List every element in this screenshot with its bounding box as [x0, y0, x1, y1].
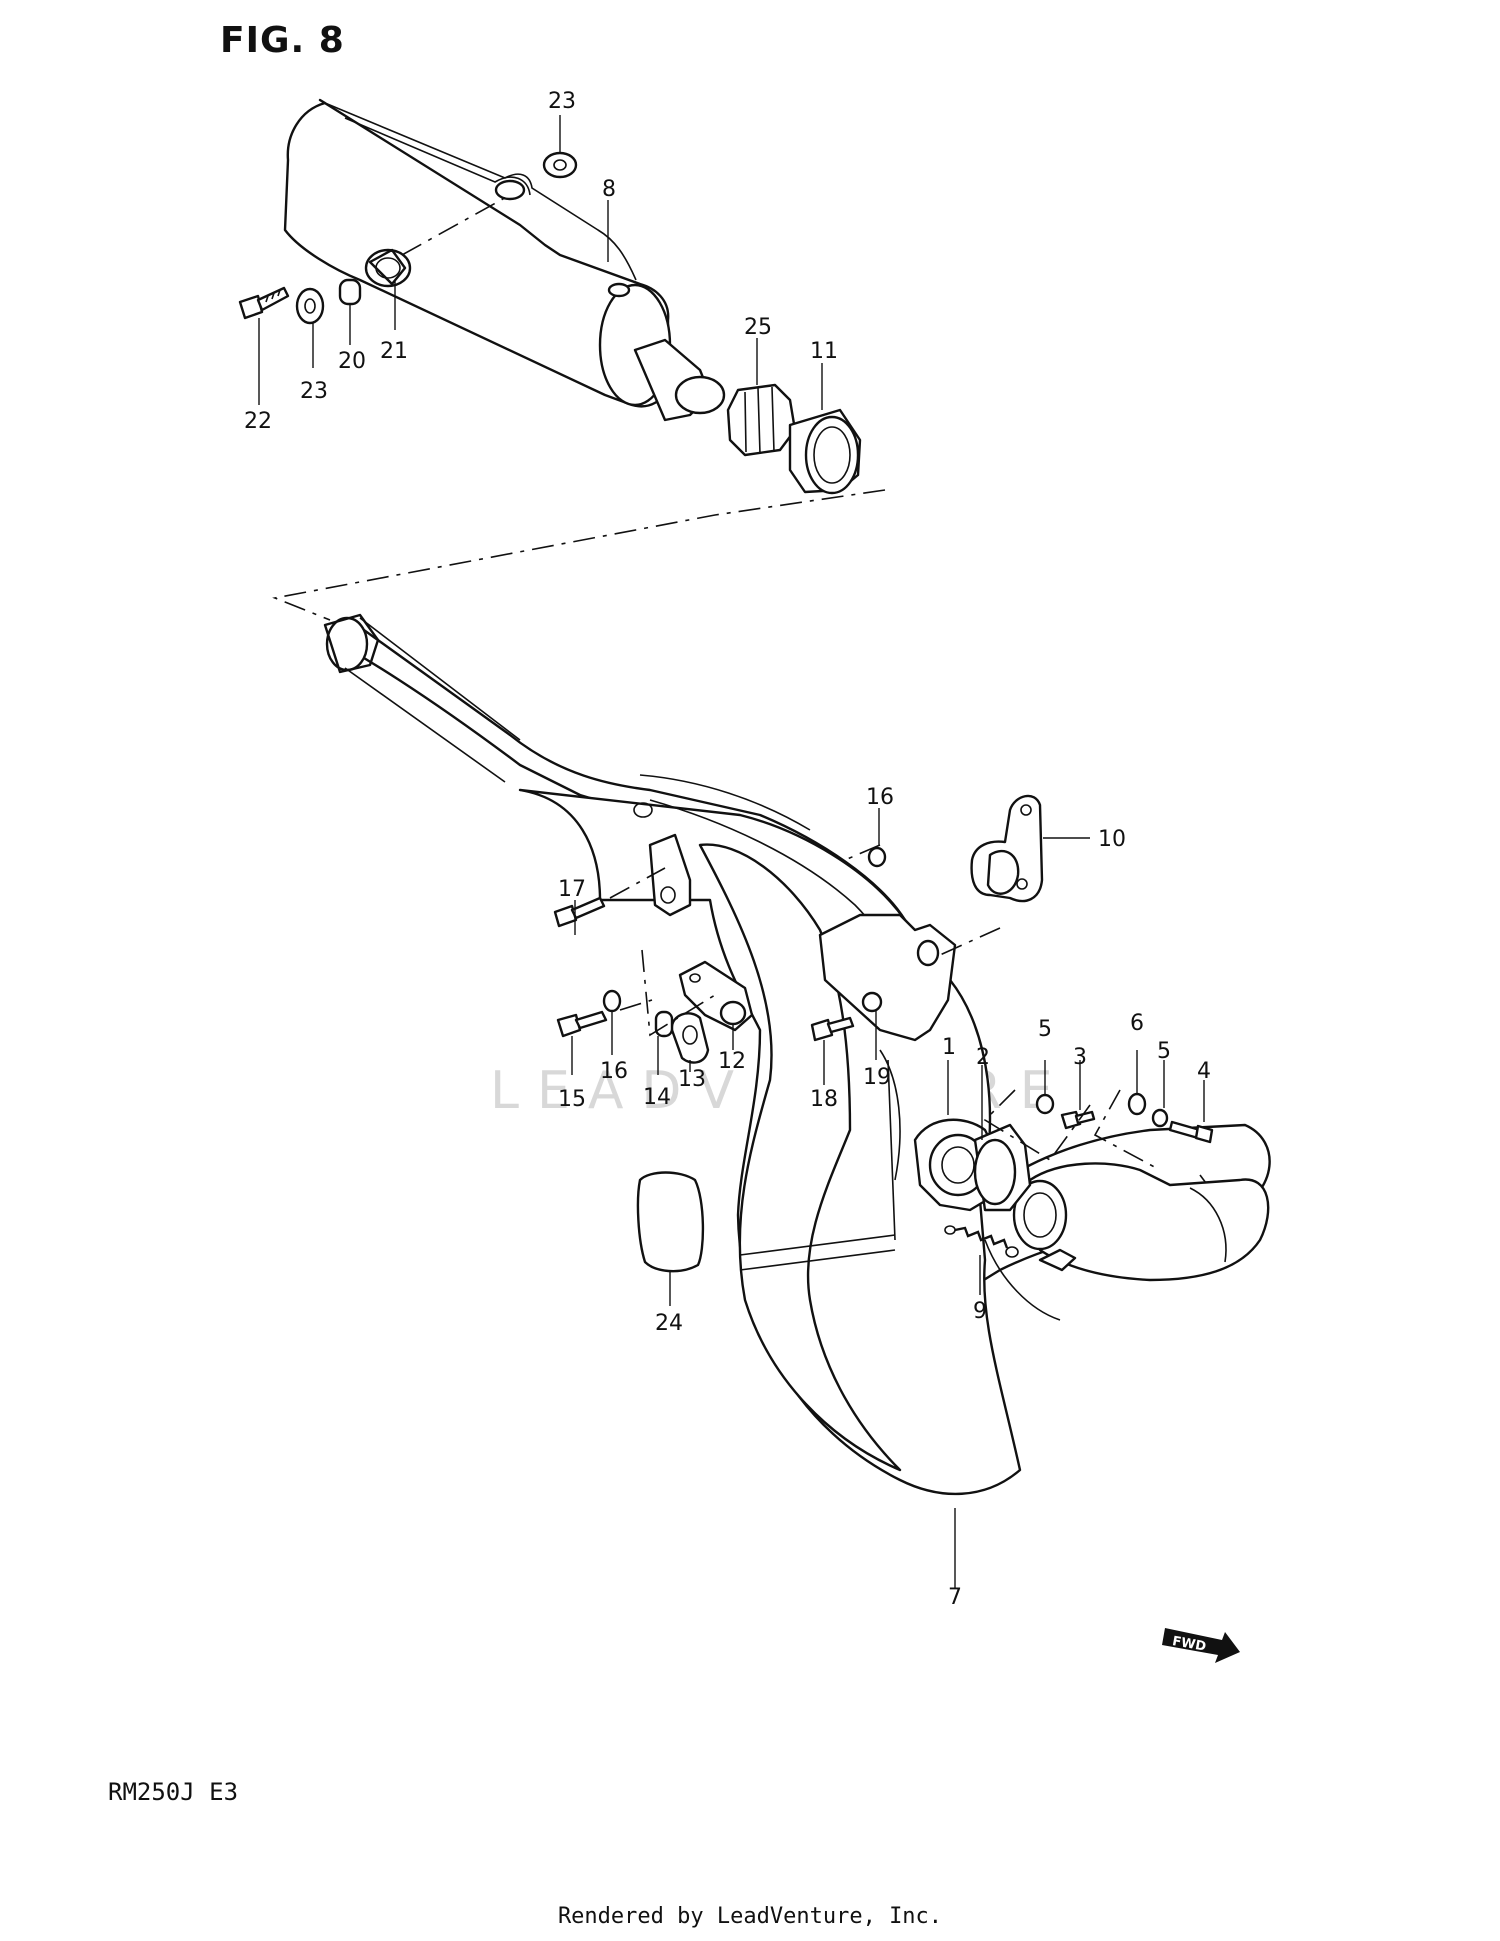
- muffler-clamp[interactable]: [726, 383, 797, 457]
- washer-front[interactable]: [295, 287, 325, 325]
- bolt-17[interactable]: [553, 896, 606, 928]
- pipe-mount-bracket[interactable]: [818, 913, 957, 1042]
- leader-lines: [258, 115, 1205, 1588]
- footer-credit: Rendered by LeadVenture, Inc.: [557, 1904, 943, 1929]
- forward-arrow-icon: FWD: [1162, 1628, 1240, 1663]
- exhaust-seal[interactable]: [973, 1123, 1032, 1212]
- callout-14-collar: 14: [643, 1085, 671, 1110]
- callout-3-bolt: 3: [1073, 1045, 1087, 1070]
- assembly-line-muffler: [401, 194, 511, 256]
- muffler[interactable]: [283, 98, 726, 422]
- flange-bolt-3[interactable]: [1060, 1110, 1096, 1130]
- callout-16-upper-washer: 16: [866, 785, 894, 810]
- model-code: RM250J E3: [108, 1778, 239, 1806]
- fwd-badge-text: FWD: [1171, 1634, 1207, 1655]
- callout-12-plate: 12: [718, 1049, 746, 1074]
- washer-16-upper[interactable]: [867, 846, 887, 868]
- callout-7-pipe: 7: [948, 1585, 962, 1610]
- callout-25-clamp: 25: [744, 315, 772, 340]
- callout-10-bracket: 10: [1098, 827, 1126, 852]
- spring-bracket[interactable]: [970, 794, 1044, 903]
- bolt-18[interactable]: [810, 1016, 855, 1042]
- callout-21-grommet: 21: [380, 339, 408, 364]
- callout-2-seal: 2: [976, 1045, 990, 1070]
- callout-4-bolt: 4: [1197, 1059, 1211, 1084]
- washer-6[interactable]: [1127, 1092, 1147, 1116]
- callout-labels: 23 8 25 11 21 20 23 22 17 16 10 15 16 14…: [244, 89, 1211, 1610]
- callout-24-cover: 24: [655, 1311, 683, 1336]
- callout-9-spring: 9: [973, 1299, 987, 1324]
- bolt-15[interactable]: [556, 1010, 608, 1038]
- callout-8-muffler: 8: [602, 177, 616, 202]
- callout-5-nut: 5: [1038, 1017, 1052, 1042]
- callout-1-flange: 1: [942, 1035, 956, 1060]
- callout-17-bolt: 17: [558, 877, 586, 902]
- flange-nut-5a[interactable]: [1035, 1093, 1055, 1115]
- heat-shield-cover[interactable]: [636, 1171, 705, 1273]
- flange-bolt-4[interactable]: [1168, 1120, 1214, 1144]
- rubber-damper[interactable]: [670, 1012, 710, 1064]
- mount-grommet[interactable]: [364, 248, 412, 288]
- assembly-line-pipe: [272, 489, 886, 621]
- callout-20-collar: 20: [338, 349, 366, 374]
- exhaust-pipe[interactable]: [323, 613, 1271, 1496]
- callout-22-bolt: 22: [244, 409, 272, 434]
- washer-16-lower[interactable]: [602, 989, 622, 1013]
- callout-23-rear-washer: 23: [548, 89, 576, 114]
- callout-16-lower-washer: 16: [600, 1059, 628, 1084]
- callout-23-front-washer: 23: [300, 379, 328, 404]
- exhaust-spring[interactable]: [944, 1225, 1019, 1258]
- callout-19-bracket: 19: [863, 1065, 891, 1090]
- assembly-lines-lower: [609, 844, 1161, 1171]
- callout-5-nut-b: 5: [1157, 1039, 1171, 1064]
- pipe-stay-plate[interactable]: [678, 960, 754, 1032]
- washer-rear[interactable]: [542, 151, 578, 179]
- mount-collar[interactable]: [338, 278, 362, 306]
- callout-11-connector: 11: [810, 339, 838, 364]
- callout-15-bolt: 15: [558, 1087, 586, 1112]
- pipe-inlet-end[interactable]: [1012, 1162, 1270, 1282]
- callout-6-washer: 6: [1130, 1011, 1144, 1036]
- callout-18-bolt: 18: [810, 1087, 838, 1112]
- callout-13-damper: 13: [678, 1067, 706, 1092]
- connector-tube[interactable]: [788, 408, 862, 495]
- flange-nut-5b[interactable]: [1151, 1108, 1169, 1128]
- damper-collar[interactable]: [654, 1010, 674, 1038]
- pipe-upper-bracket[interactable]: [633, 802, 692, 917]
- muffler-bolt[interactable]: [238, 286, 290, 320]
- figure-title: FIG. 8: [220, 20, 345, 61]
